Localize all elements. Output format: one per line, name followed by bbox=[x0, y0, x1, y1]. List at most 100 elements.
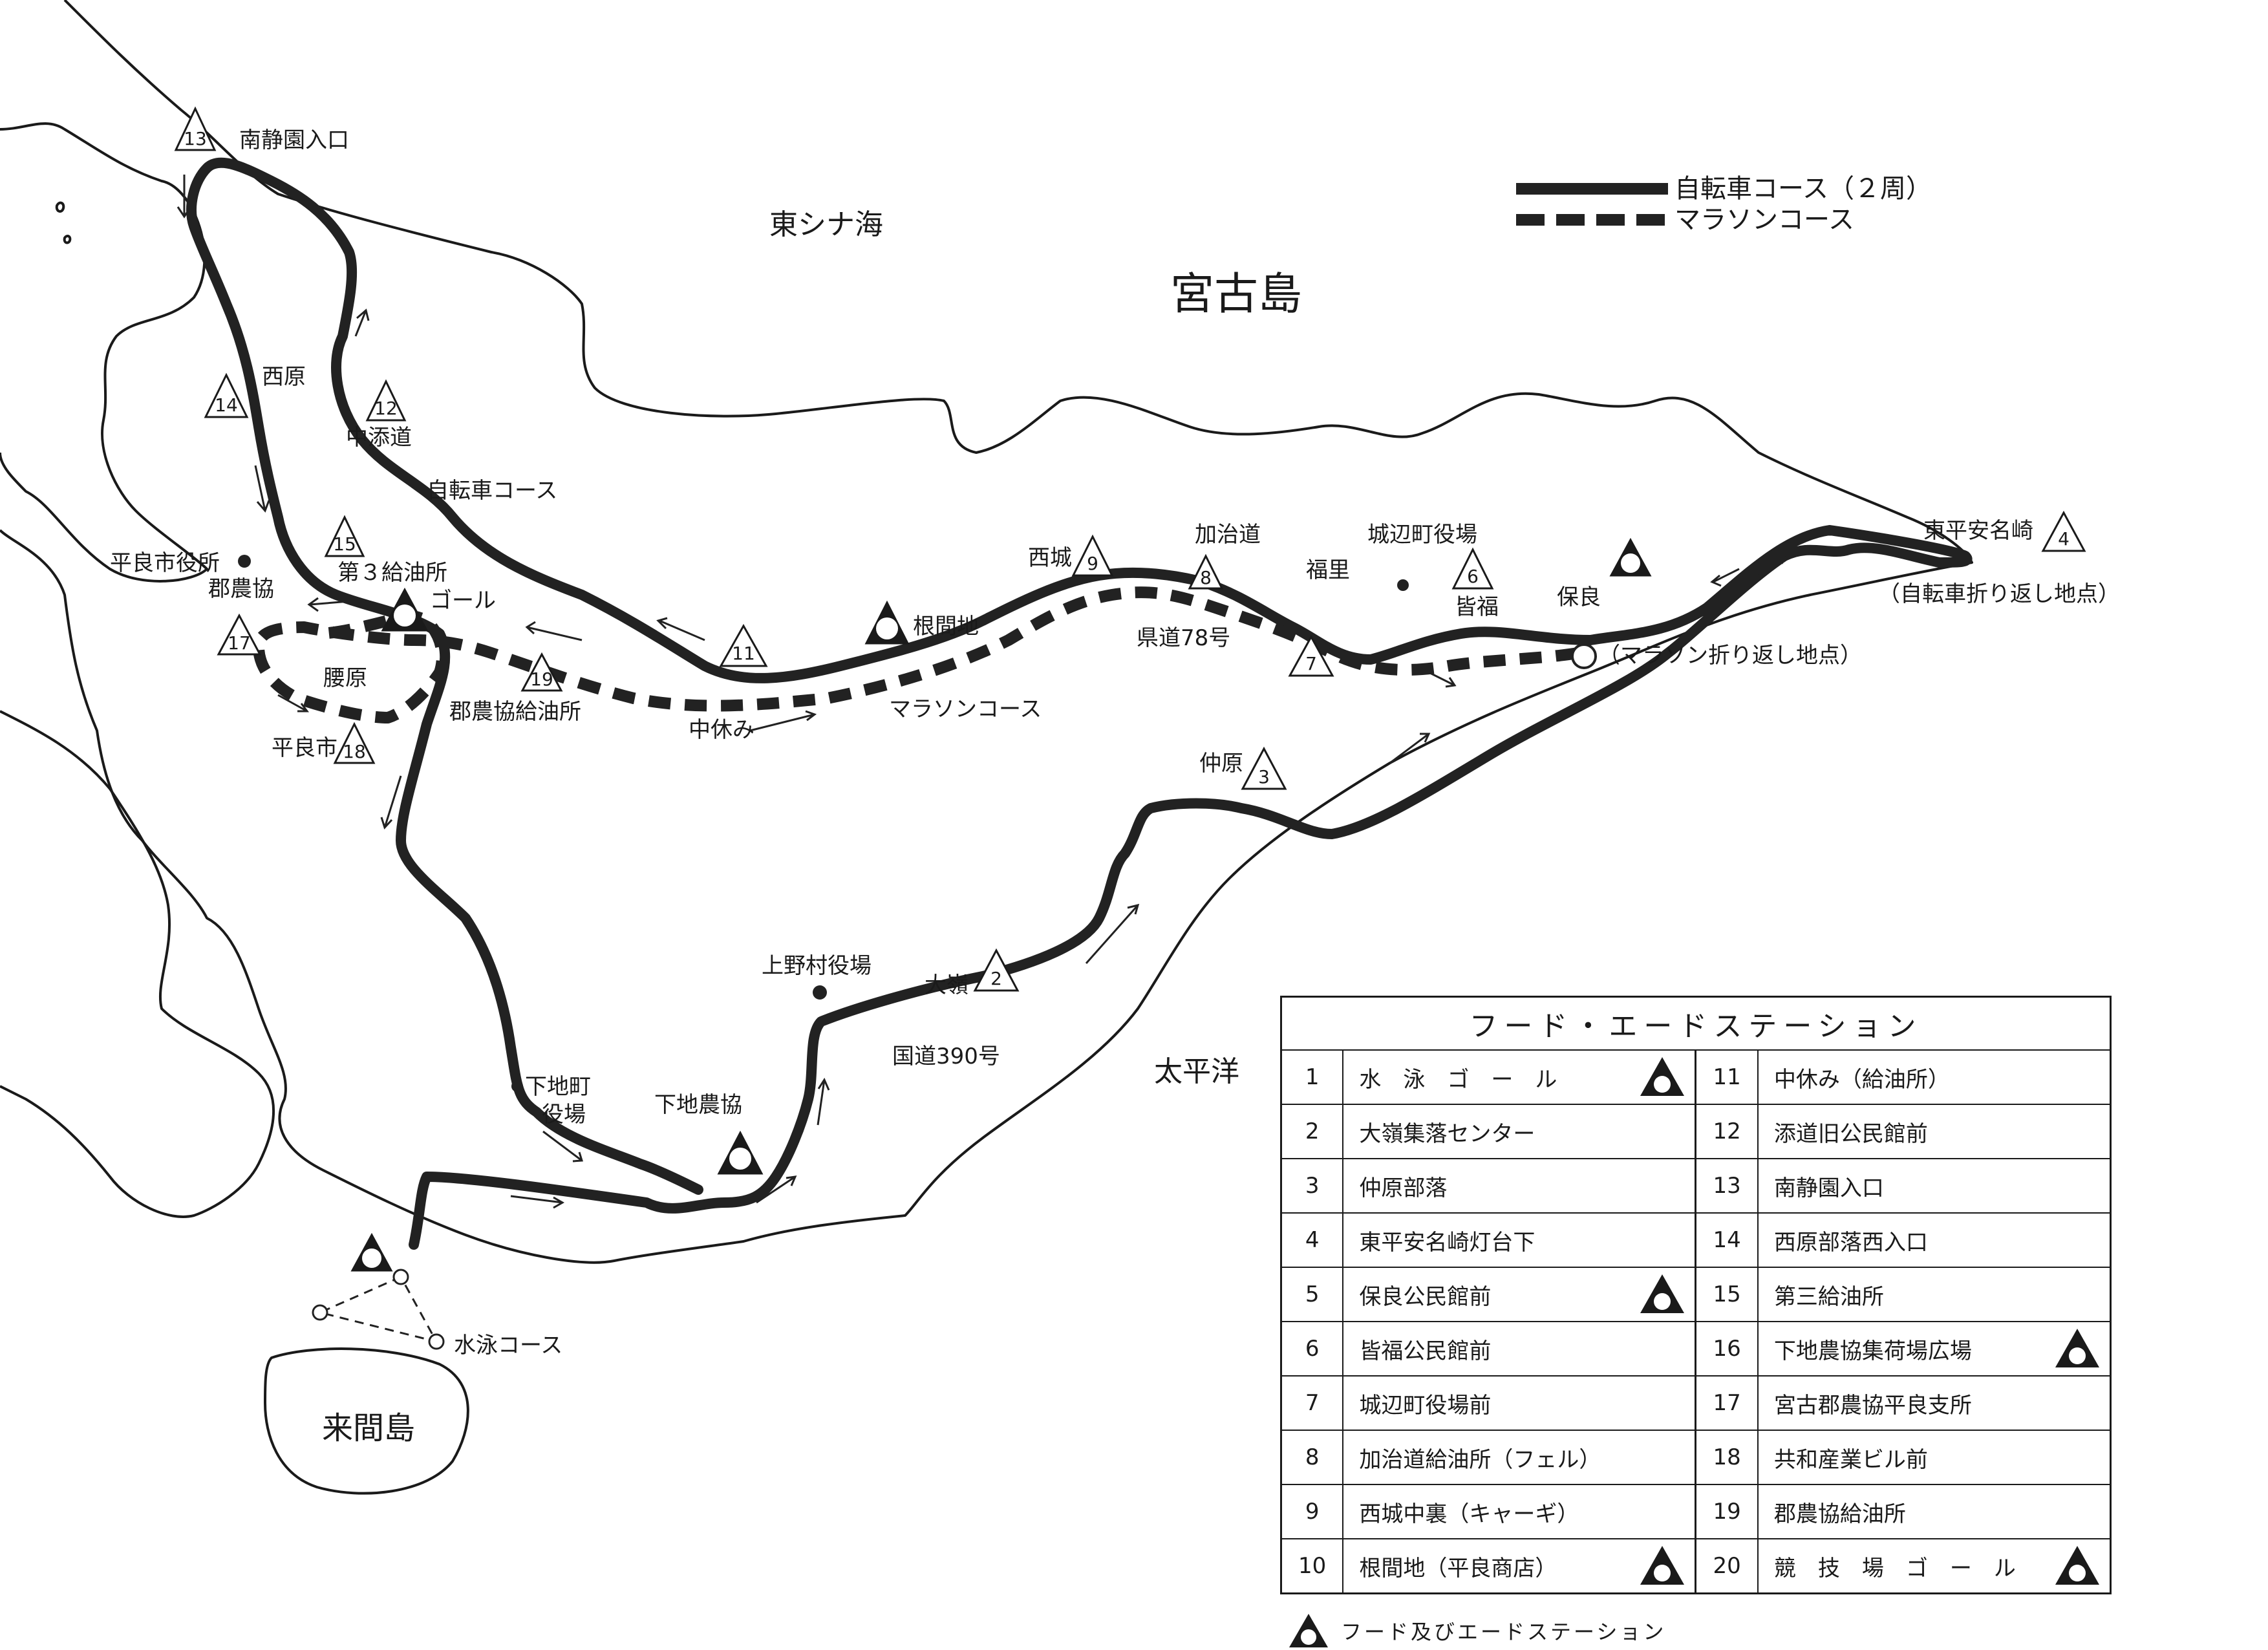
station-name: 西原部落西入口 bbox=[1773, 1229, 1928, 1256]
station-marker-2: 2 bbox=[973, 948, 1020, 992]
label-third-gas: 第３給油所 bbox=[337, 560, 447, 586]
station-number-cell: 15 bbox=[1695, 1267, 1759, 1322]
station-number-cell: 11 bbox=[1695, 1049, 1759, 1105]
station-name: 郡農協給油所 bbox=[1773, 1501, 1906, 1527]
station-name: 根間地（平良商店） bbox=[1359, 1555, 1557, 1581]
station-name: 南静園入口 bbox=[1773, 1175, 1884, 1201]
svg-text:マラソンコース: マラソンコース bbox=[1674, 205, 1854, 235]
station-marker-1: 1 bbox=[350, 1232, 393, 1272]
food-aid-station-icon bbox=[1289, 1614, 1328, 1647]
ueno-office-dot bbox=[813, 985, 827, 1000]
station-number-cell: 2 bbox=[1280, 1104, 1344, 1159]
svg-text:17: 17 bbox=[228, 632, 251, 654]
svg-text:6: 6 bbox=[1467, 566, 1479, 587]
station-number: 11 bbox=[1713, 1064, 1741, 1090]
food-aid-station-icon bbox=[1640, 1057, 1685, 1096]
station-name: 西城中裏（キャーギ） bbox=[1359, 1501, 1579, 1527]
station-name-cell: 宮古郡農協平良支所 bbox=[1757, 1375, 2112, 1431]
station-name-cell: 東平安名崎灯台下 bbox=[1342, 1212, 1696, 1268]
aid-table-row: 1 水 泳 ゴ ー ル 11 中休み（給油所） bbox=[1280, 1049, 2112, 1105]
station-name: 皆福公民館前 bbox=[1359, 1338, 1492, 1364]
station-name: 水 泳 ゴ ー ル bbox=[1359, 1066, 1557, 1093]
label-oogane: 大嶺 bbox=[925, 972, 968, 998]
station-name: 中休み（給油所） bbox=[1773, 1066, 1950, 1093]
aid-legend-text: フード及びエードステーション bbox=[1341, 1620, 1667, 1644]
label-nishigusuku: 西城 bbox=[1028, 545, 1072, 571]
station-name: 共和産業ビル前 bbox=[1773, 1446, 1928, 1473]
station-name: 城辺町役場前 bbox=[1359, 1392, 1492, 1419]
svg-text:16: 16 bbox=[731, 1152, 749, 1168]
svg-text:2: 2 bbox=[990, 968, 1002, 989]
station-name: 加治道給油所（フェル） bbox=[1359, 1446, 1601, 1473]
kurima-coastline bbox=[264, 1347, 469, 1495]
svg-text:1: 1 bbox=[367, 1251, 376, 1267]
swim-course bbox=[312, 1269, 445, 1350]
kurima-island-label: 来間島 bbox=[322, 1410, 415, 1446]
station-number-cell: 17 bbox=[1695, 1375, 1759, 1431]
label-gun-nokyo-gas: 郡農協給油所 bbox=[449, 699, 581, 725]
food-aid-station-icon bbox=[2055, 1329, 2099, 1367]
station-marker-11: 11 bbox=[719, 623, 768, 667]
islet bbox=[63, 235, 72, 244]
station-number: 12 bbox=[1713, 1119, 1741, 1144]
station-marker-7: 7 bbox=[1288, 634, 1334, 677]
station-number: 10 bbox=[1298, 1553, 1327, 1579]
station-name-cell: 第三給油所 bbox=[1757, 1267, 2112, 1322]
label-route78: 県道78号 bbox=[1137, 625, 1230, 651]
bike-course-path bbox=[186, 157, 1973, 1250]
station-marker-6: 6 bbox=[1451, 547, 1494, 590]
station-number-cell: 8 bbox=[1280, 1430, 1344, 1485]
station-number-cell: 1 bbox=[1280, 1049, 1344, 1105]
station-name-cell: 郡農協給油所 bbox=[1757, 1484, 2112, 1539]
station-name-cell: 加治道給油所（フェル） bbox=[1342, 1430, 1696, 1485]
station-name-cell: 中休み（給油所） bbox=[1757, 1049, 2112, 1105]
svg-text:自転車コース（２周）: 自転車コース（２周） bbox=[1674, 174, 1932, 204]
aid-table-row: 2 大嶺集落センター 12 添道旧公民館前 bbox=[1280, 1104, 2112, 1159]
food-aid-station-icon bbox=[1640, 1546, 1685, 1585]
station-name: 仲原部落 bbox=[1359, 1175, 1448, 1201]
label-shimoji-office-2: 役場 bbox=[542, 1102, 586, 1128]
station-number: 16 bbox=[1713, 1336, 1741, 1362]
station-name: 大嶺集落センター bbox=[1359, 1120, 1535, 1147]
station-number: 7 bbox=[1305, 1390, 1320, 1416]
label-bike-turn: （自転車折り返し地点） bbox=[1878, 581, 2120, 607]
station-name-cell: 水 泳 ゴ ー ル bbox=[1342, 1049, 1696, 1105]
label-gun-nokyo: 郡農協 bbox=[208, 576, 274, 602]
station-name-cell: 仲原部落 bbox=[1342, 1158, 1696, 1214]
island-title: 宮古島 bbox=[1170, 269, 1302, 320]
station-name-cell: 添道旧公民館前 bbox=[1757, 1104, 2112, 1159]
aid-table-row: 8 加治道給油所（フェル） 18 共和産業ビル前 bbox=[1280, 1430, 2112, 1485]
station-marker-5: 5 bbox=[1609, 537, 1652, 577]
station-marker-20: 20 bbox=[381, 587, 429, 632]
marathon-course-path bbox=[253, 586, 1579, 723]
gusukube-office-dot bbox=[1397, 579, 1409, 591]
sea-label-north: 東シナ海 bbox=[769, 208, 883, 241]
station-number-cell: 12 bbox=[1695, 1104, 1759, 1159]
aid-table-row: 6 皆福公民館前 16 下地農協集荷場広場 bbox=[1280, 1321, 2112, 1377]
station-number-cell: 20 bbox=[1695, 1538, 1759, 1594]
label-bora: 保良 bbox=[1557, 584, 1601, 610]
hirara-city-office-dot bbox=[238, 555, 251, 568]
label-kajido: 加治道 bbox=[1195, 522, 1261, 548]
station-marker-19: 19 bbox=[520, 652, 563, 692]
svg-text:13: 13 bbox=[184, 128, 207, 149]
station-name: 下地農協集荷場広場 bbox=[1773, 1338, 1972, 1364]
svg-text:19: 19 bbox=[530, 669, 553, 690]
miyako-coastline bbox=[0, 0, 1973, 1264]
station-name: 第三給油所 bbox=[1773, 1283, 1884, 1310]
station-number-cell: 18 bbox=[1695, 1430, 1759, 1485]
station-number: 6 bbox=[1305, 1336, 1320, 1362]
marathon-turn-point bbox=[1571, 643, 1597, 669]
station-number-cell: 13 bbox=[1695, 1158, 1759, 1214]
label-nemaji: 根間地 bbox=[913, 614, 979, 639]
station-number-cell: 16 bbox=[1695, 1321, 1759, 1377]
label-marathon-turn: （マラソン折り返し地点） bbox=[1598, 643, 1862, 669]
station-name: 宮古郡農協平良支所 bbox=[1773, 1392, 1972, 1419]
station-number: 14 bbox=[1713, 1227, 1741, 1253]
svg-text:12: 12 bbox=[374, 398, 398, 419]
